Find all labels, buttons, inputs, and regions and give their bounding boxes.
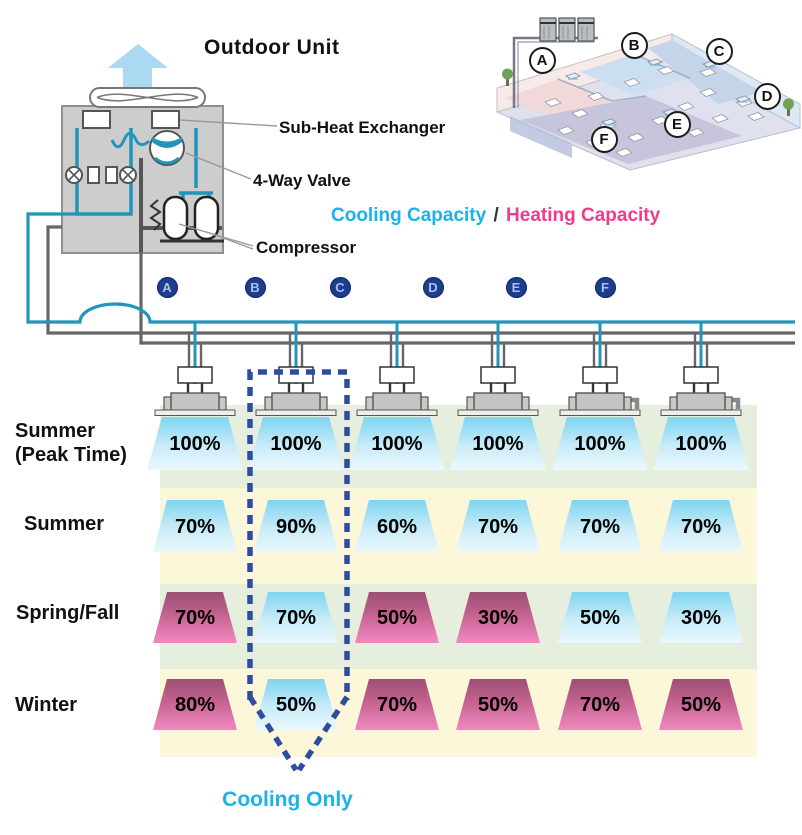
fan xyxy=(89,87,206,108)
capacity-trapezoid-e: 100% xyxy=(552,417,648,470)
unit-badge-e: E xyxy=(505,276,527,298)
capacity-trapezoid-e: 70% xyxy=(558,500,642,552)
capacity-trapezoid-a: 70% xyxy=(153,592,237,643)
capacity-value: 70% xyxy=(174,515,216,538)
capacity-trapezoid-f: 50% xyxy=(659,679,743,730)
season-row-label: Summer(Peak Time) xyxy=(15,420,127,466)
capacity-trapezoid-e: 50% xyxy=(558,592,642,643)
legend: Cooling Capacity / Heating Capacity xyxy=(331,205,660,227)
capacity-trapezoid-a: 80% xyxy=(153,679,237,730)
capacity-value: 70% xyxy=(174,607,216,629)
building-unit-marker-e: E xyxy=(663,110,691,138)
capacity-value: 70% xyxy=(376,694,418,716)
capacity-value: 100% xyxy=(472,433,524,455)
legend-cooling-capacity: Cooling Capacity xyxy=(331,205,487,226)
capacity-trapezoid-a: 100% xyxy=(147,417,243,470)
capacity-value: 50% xyxy=(275,694,317,716)
capacity-value: 80% xyxy=(174,694,216,716)
capacity-value: 60% xyxy=(376,515,418,538)
unit-badge-a: A xyxy=(156,276,178,298)
pipe-network xyxy=(26,212,795,345)
ceiling-cassettes xyxy=(564,58,752,126)
capacity-value: 30% xyxy=(477,607,519,629)
capacity-trapezoid-a: 70% xyxy=(153,500,237,552)
valve-icons xyxy=(65,166,137,184)
capacity-value: 70% xyxy=(477,515,519,538)
capacity-trapezoid-c: 100% xyxy=(349,417,445,470)
building-unit-marker-b: B xyxy=(620,31,648,59)
building-unit-marker-d: D xyxy=(753,82,781,110)
capacity-value: 50% xyxy=(477,694,519,716)
label-4-way-valve: 4-Way Valve xyxy=(253,171,351,190)
unit-badge-f: F xyxy=(594,276,616,298)
desks xyxy=(544,66,765,157)
legend-heating-capacity: Heating Capacity xyxy=(506,205,661,226)
capacity-value: 70% xyxy=(275,607,317,629)
heat-exchanger-block xyxy=(82,110,111,129)
sub-heat-exchanger-block xyxy=(151,110,180,129)
room-ef-floor xyxy=(520,96,742,164)
capacity-trapezoid-c: 60% xyxy=(355,500,439,552)
capacity-trapezoid-f: 70% xyxy=(659,500,743,552)
indoor-unit-d xyxy=(457,322,539,416)
capacity-value: 50% xyxy=(680,694,722,716)
capacity-value: 70% xyxy=(680,515,722,538)
capacity-trapezoid-d: 30% xyxy=(456,592,540,643)
label-sub-heat-exchanger: Sub-Heat Exchanger xyxy=(279,118,446,137)
capacity-trapezoid-b: 90% xyxy=(254,500,338,552)
indoor-unit-a xyxy=(154,322,236,416)
room-a-floor xyxy=(505,79,612,121)
label-compressor: Compressor xyxy=(256,238,357,257)
capacity-value: 50% xyxy=(579,607,621,629)
capacity-trapezoid-c: 70% xyxy=(355,679,439,730)
capacity-trapezoid-c: 50% xyxy=(355,592,439,643)
room-cd-floor xyxy=(648,40,762,104)
capacity-value: 100% xyxy=(675,433,727,455)
capacity-trapezoid-f: 100% xyxy=(653,417,749,470)
outdoor-unit-diagram xyxy=(61,44,278,254)
capacity-trapezoid-f: 30% xyxy=(659,592,743,643)
capacity-trapezoid-b: 100% xyxy=(248,417,344,470)
capacity-value: 30% xyxy=(680,607,722,629)
outdoor-unit-title: Outdoor Unit xyxy=(204,36,340,59)
up-arrow-icon xyxy=(108,44,168,94)
capacity-value: 70% xyxy=(579,515,621,538)
plant-icon xyxy=(502,68,794,116)
indoor-unit-e xyxy=(559,322,641,416)
unit-badge-b: B xyxy=(244,276,266,298)
building-unit-marker-a: A xyxy=(528,46,556,74)
season-row-label: Summer xyxy=(24,513,105,535)
capacity-value: 90% xyxy=(275,515,317,538)
rooftop-condensers xyxy=(512,17,598,108)
legend-separator: / xyxy=(493,205,499,226)
room-b-floor xyxy=(580,54,690,96)
building-unit-marker-f: F xyxy=(590,125,618,153)
capacity-trapezoid-d: 50% xyxy=(456,679,540,730)
capacity-value: 100% xyxy=(574,433,626,455)
compressor-shape xyxy=(162,195,220,241)
capacity-trapezoid-d: 100% xyxy=(450,417,546,470)
capacity-trapezoid-d: 70% xyxy=(456,500,540,552)
indoor-unit-b xyxy=(255,322,337,416)
capacity-value: 50% xyxy=(376,607,418,629)
capacity-value: 70% xyxy=(579,694,621,716)
season-row-label: Spring/Fall xyxy=(16,602,120,624)
four-way-valve-shape xyxy=(149,130,185,166)
capacity-value: 100% xyxy=(371,433,423,455)
unit-badge-d: D xyxy=(422,276,444,298)
cooling-only-label: Cooling Only xyxy=(222,788,353,811)
capacity-value: 100% xyxy=(169,433,221,455)
unit-badge-c: C xyxy=(329,276,351,298)
capacity-trapezoid-e: 70% xyxy=(558,679,642,730)
building-unit-marker-c: C xyxy=(705,37,733,65)
capacity-value: 100% xyxy=(270,433,322,455)
indoor-unit-c xyxy=(356,322,438,416)
season-row-label: Winter xyxy=(15,694,78,716)
capacity-trapezoid-b: 50% xyxy=(254,679,338,730)
indoor-unit-f xyxy=(660,322,742,416)
capacity-trapezoid-b: 70% xyxy=(254,592,338,643)
